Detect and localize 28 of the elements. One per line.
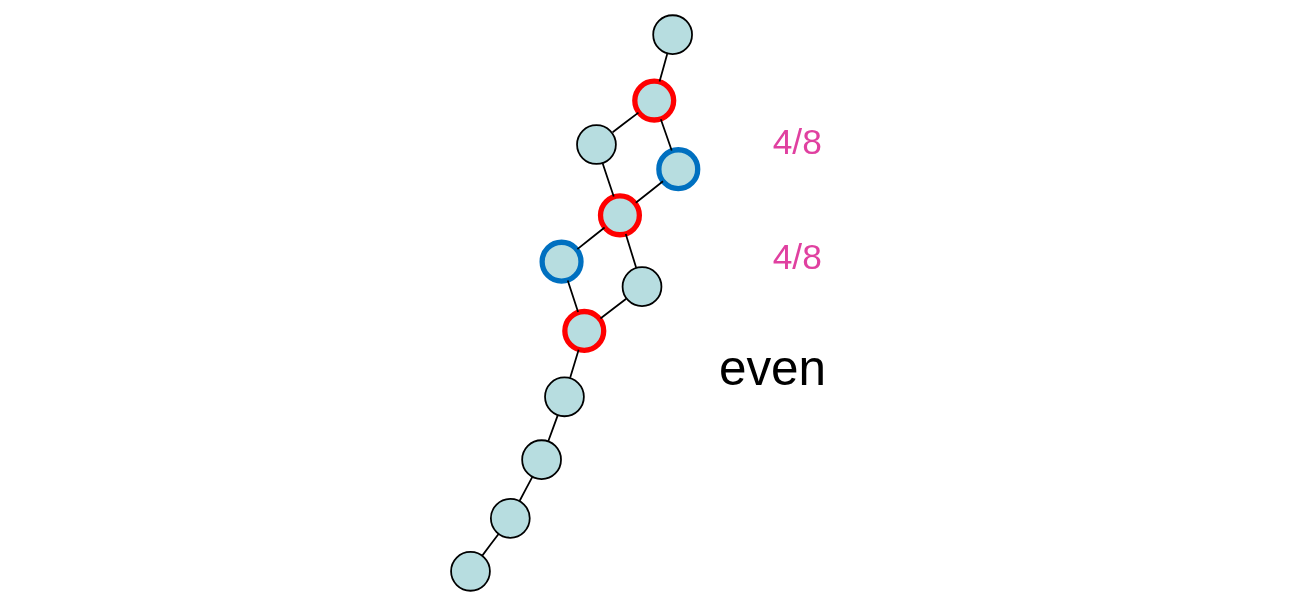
connector: [634, 180, 664, 204]
connector: [547, 414, 559, 442]
node-circle: [450, 551, 491, 592]
node-circle: [562, 308, 607, 354]
connector: [659, 118, 673, 152]
connector: [601, 162, 615, 198]
connector: [576, 226, 606, 250]
label: even: [718, 339, 827, 395]
node-circle: [576, 124, 617, 165]
node-circle: [490, 498, 531, 539]
connector: [481, 533, 500, 557]
node-circle: [656, 147, 701, 192]
connector: [518, 476, 534, 502]
connector: [658, 53, 669, 83]
connector: [566, 279, 579, 313]
node-circle: [632, 78, 677, 123]
connector: [599, 297, 628, 320]
label: 4/8: [772, 122, 822, 162]
node-circle: [544, 376, 585, 418]
node-circle: [621, 266, 663, 307]
node-circle: [597, 193, 642, 238]
connector: [624, 233, 638, 269]
connector: [569, 348, 580, 379]
connector: [611, 111, 640, 134]
node-circle: [652, 14, 693, 55]
node-circle: [521, 439, 562, 480]
label: 4/8: [772, 237, 822, 277]
node-circle: [539, 239, 584, 284]
